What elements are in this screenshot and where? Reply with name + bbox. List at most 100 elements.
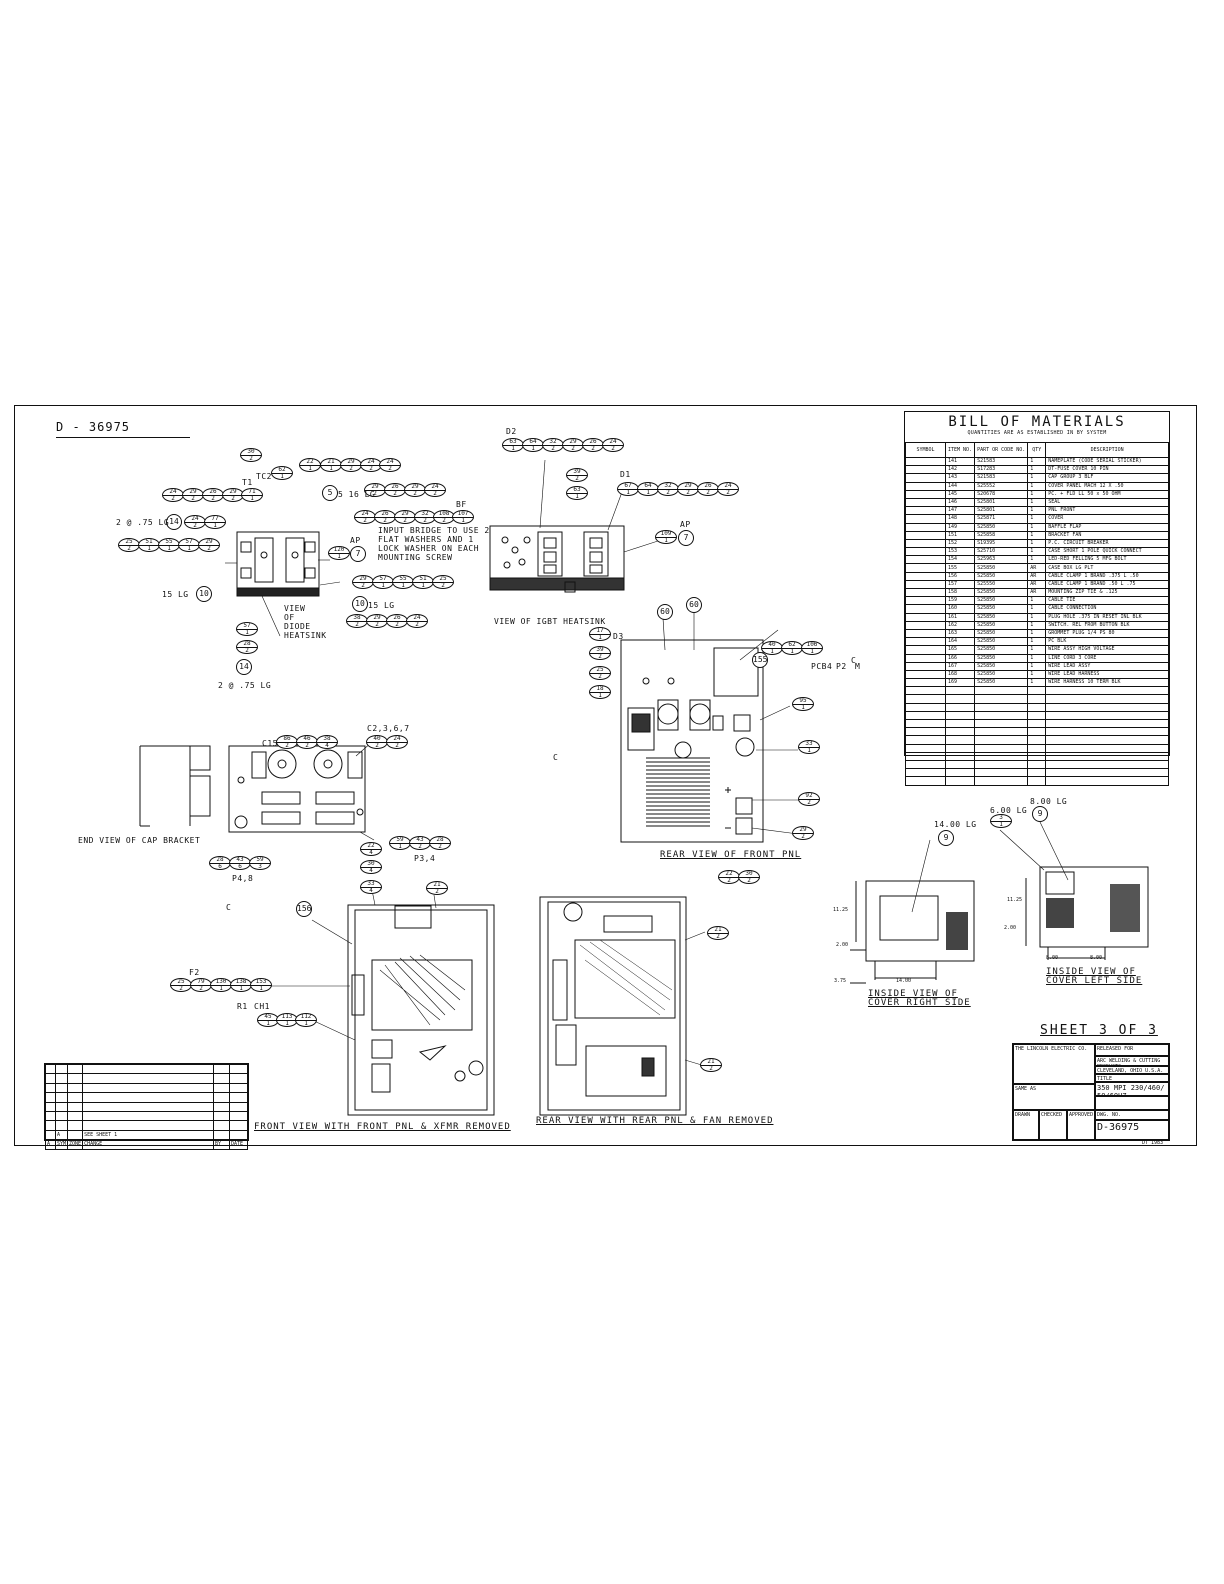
bom-cell: S17283 — [974, 465, 1029, 475]
bom-cell: 164 — [944, 637, 976, 647]
bom-cell — [1045, 735, 1169, 745]
revision-cell — [54, 1110, 69, 1122]
callout-circle-156: 156 — [296, 901, 312, 917]
callout-circle-10: 10 — [196, 586, 212, 602]
bom-cell: PLUG HOLE .375 IN RESET INL BLK — [1045, 612, 1169, 622]
bom-cell — [905, 587, 946, 598]
bom-cell: P.C. CIRCUIT BREAKER — [1045, 538, 1169, 549]
drawing-sheet-border — [14, 405, 1197, 1146]
bom-row — [905, 686, 1169, 696]
dim-3-75: 3.75 — [834, 978, 847, 984]
bom-cell — [905, 555, 946, 565]
bom-cell — [1045, 718, 1169, 729]
label-c-3: C — [851, 656, 857, 665]
bom-row — [905, 768, 1169, 778]
bom-row — [905, 702, 1169, 712]
bom-cell — [905, 718, 946, 729]
bom-cell — [905, 473, 946, 483]
bom-cell: 1 — [1027, 497, 1047, 508]
bom-cell — [905, 530, 946, 540]
bom-cell: BAFFLE FLAP — [1045, 522, 1169, 532]
view-title-diode-heatsink: VIEW OF DIODE HEATSINK — [284, 604, 327, 640]
bom-cell — [905, 743, 946, 753]
revision-cell — [82, 1110, 214, 1122]
revision-cell — [213, 1101, 230, 1112]
bom-cell: 1 — [1027, 456, 1047, 467]
bom-cell — [1045, 702, 1169, 712]
bom-cell: 161 — [944, 612, 976, 622]
bom-cell — [1045, 759, 1169, 770]
tb-approved: APPROVED — [1067, 1110, 1095, 1140]
bom-cell: PC BLK — [1045, 637, 1169, 647]
bom-cell — [905, 481, 946, 491]
bom-cell: S25850 — [974, 645, 1029, 655]
revision-cell — [82, 1120, 214, 1131]
bom-cell — [905, 604, 946, 614]
label-p4: P4,8 — [232, 874, 254, 883]
bom-cell: 1 — [1027, 678, 1047, 688]
revision-cell — [82, 1101, 214, 1112]
view-title-cap-bracket: END VIEW OF CAP BRACKET — [78, 836, 201, 845]
bom-cell: 1 — [1027, 530, 1047, 540]
bom-cell: 1 — [1027, 637, 1047, 647]
bom-cell: S25850 — [974, 522, 1029, 532]
note-input-bridge: INPUT BRIDGE TO USE 2 FLAT WASHERS AND 1… — [378, 526, 490, 562]
bom-row — [905, 759, 1169, 770]
callout-circle-14: 14 — [236, 659, 252, 675]
bom-cell: 1 — [1027, 506, 1047, 516]
revision-cell — [45, 1063, 56, 1075]
bom-cell — [944, 686, 976, 696]
bom-cell — [974, 751, 1029, 761]
revision-cell — [213, 1082, 230, 1094]
revision-cell: SYM — [54, 1139, 69, 1150]
revision-cell — [67, 1092, 84, 1103]
revision-row — [45, 1082, 248, 1094]
callout-circle-60b: 60 — [686, 597, 702, 613]
tb-title-label: TITLE — [1095, 1074, 1169, 1082]
bom-cell: 155 — [944, 563, 976, 573]
bom-cell — [1027, 743, 1047, 753]
bom-cell: 1 — [1027, 481, 1047, 491]
bom-cell: 144 — [944, 481, 976, 491]
diode-heatsink-fins — [236, 587, 320, 597]
label-c-2: C — [553, 753, 559, 762]
bom-cell: CABLE CLAMP 1 BRAND .375 L .50 — [1045, 571, 1169, 581]
revision-cell — [45, 1110, 56, 1122]
bom-cell: S25963 — [974, 555, 1029, 565]
drawing-number-underline — [56, 437, 190, 438]
bom-cell: 1 — [1027, 612, 1047, 622]
revision-row — [45, 1063, 248, 1075]
tb-corner: DT 1983 — [1142, 1140, 1164, 1146]
